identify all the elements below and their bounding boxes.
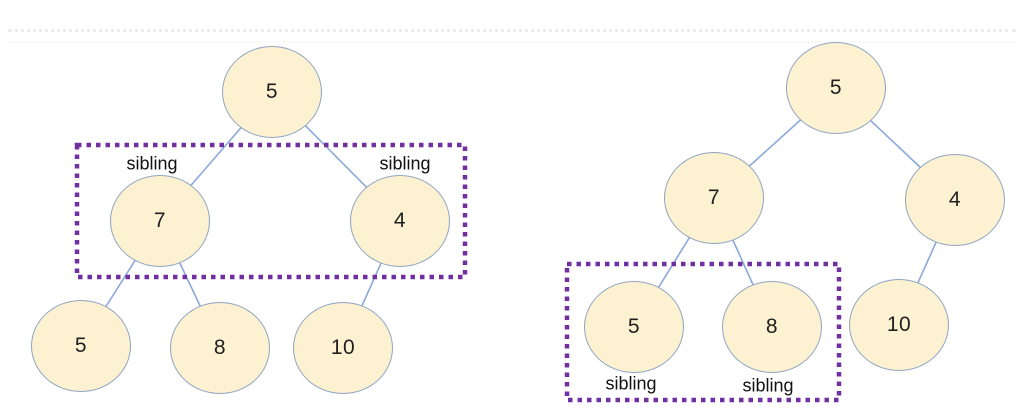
tree-node-left-tree-root: 5	[222, 46, 322, 138]
tree-node-left-tree-n8: 8	[170, 302, 270, 394]
sibling-highlight-box	[564, 261, 842, 403]
tree-node-left-tree-n10: 10	[293, 302, 393, 394]
node-value: 7	[153, 209, 167, 232]
tree-node-right-tree-n4: 4	[905, 154, 1005, 246]
node-value: 5	[627, 315, 641, 338]
node-value: 8	[213, 336, 227, 359]
node-value: 4	[393, 209, 407, 232]
node-value: 5	[265, 80, 279, 103]
tree-node-right-tree-n10: 10	[849, 279, 949, 371]
artifact-band	[8, 41, 1016, 43]
sibling-highlight-box	[74, 142, 468, 280]
sibling-label: sibling	[605, 373, 657, 394]
sibling-label: sibling	[742, 375, 794, 396]
node-value: 5	[829, 76, 843, 99]
tree-node-right-tree-root: 5	[786, 42, 886, 134]
tree-node-right-tree-n7: 7	[664, 152, 764, 244]
node-value: 10	[886, 313, 912, 336]
tree-node-left-tree-n7: 7	[110, 175, 210, 267]
tree-node-left-tree-n5: 5	[31, 300, 131, 392]
tree-node-right-tree-n5: 5	[584, 281, 684, 373]
sibling-label: sibling	[379, 153, 431, 174]
node-value: 7	[707, 186, 721, 209]
node-value: 8	[765, 315, 779, 338]
node-value: 5	[74, 334, 88, 357]
node-value: 4	[948, 188, 962, 211]
tree-node-right-tree-n8: 8	[722, 281, 822, 373]
sibling-label: sibling	[126, 153, 178, 174]
node-value: 10	[330, 336, 356, 359]
artifact-band	[8, 29, 1016, 32]
tree-node-left-tree-n4: 4	[350, 175, 450, 267]
